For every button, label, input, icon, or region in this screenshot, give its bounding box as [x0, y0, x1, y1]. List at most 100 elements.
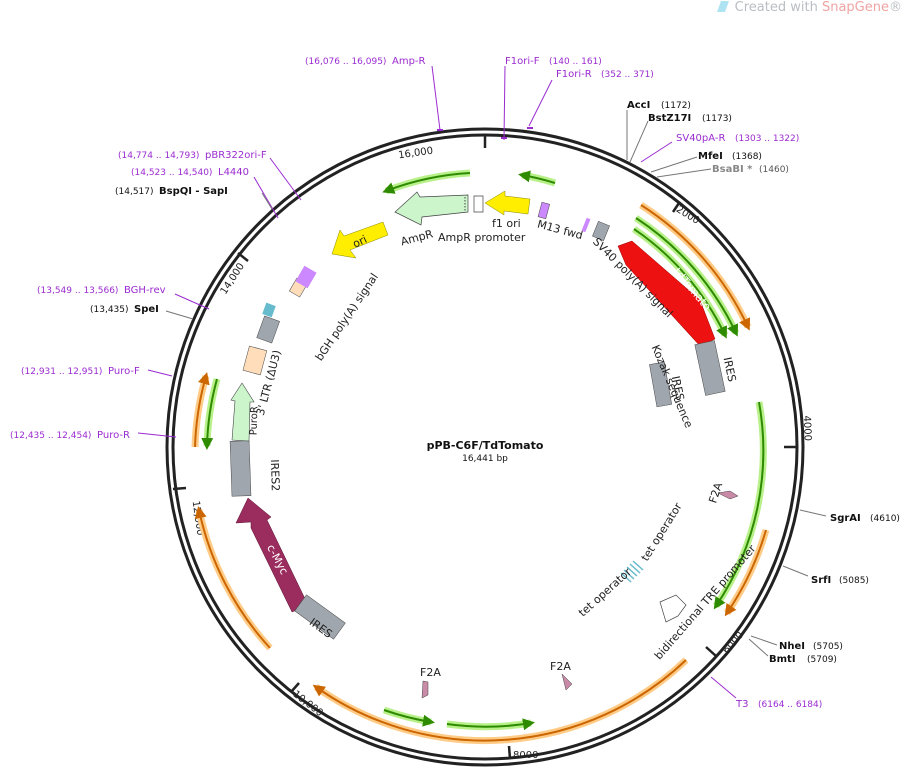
tick-marks [172, 135, 797, 760]
svg-text:F1ori-R: F1ori-R [556, 69, 592, 80]
svg-text:(12,435 .. 12,454): (12,435 .. 12,454) [10, 431, 91, 441]
feature-m13-fwd[interactable]: M13 fwd [536, 201, 584, 243]
feature-puror[interactable]: PuroR [230, 382, 260, 442]
svg-text:IRES: IRES [721, 356, 739, 383]
svg-text:2000: 2000 [674, 204, 701, 227]
svg-text:pBR322ori-F: pBR322ori-F [205, 150, 267, 161]
site-bmti[interactable]: BmtI (5709) [748, 638, 837, 665]
svg-text:(12,931 .. 12,951): (12,931 .. 12,951) [21, 367, 102, 377]
svg-text:tet operator: tet operator [639, 500, 685, 563]
svg-text:F1ori-F: F1ori-F [505, 56, 540, 67]
svg-text:(1368): (1368) [732, 152, 762, 162]
svg-text:(1303 .. 1322): (1303 .. 1322) [735, 134, 799, 144]
svg-text:BstZ17I: BstZ17I [648, 113, 691, 124]
svg-text:(14,523 .. 14,540): (14,523 .. 14,540) [131, 168, 212, 178]
svg-text:f1 ori: f1 ori [492, 217, 521, 230]
svg-text:F2A: F2A [420, 666, 441, 679]
svg-text:(5085): (5085) [839, 576, 869, 586]
orf-arcs-orange [191, 202, 770, 745]
feature-f2a-2[interactable]: F2A [550, 660, 573, 691]
svg-text:M13 fwd: M13 fwd [536, 218, 584, 243]
feature-ires-1[interactable]: IRES [694, 340, 739, 396]
feature-ampr-promoter[interactable]: AmpR promoter [438, 195, 526, 244]
feature-f1-ori[interactable]: f1 ori [484, 190, 531, 230]
plasmid-size: 16,441 bp [462, 454, 508, 464]
svg-text:Puro-R: Puro-R [97, 430, 130, 441]
svg-text:(1172): (1172) [661, 101, 691, 111]
svg-text:L4440: L4440 [218, 167, 249, 178]
primer-t3[interactable]: T3 (6164 .. 6184) [710, 676, 822, 710]
svg-text:(5705): (5705) [813, 642, 843, 652]
svg-text:(352 .. 371): (352 .. 371) [601, 70, 654, 80]
primer-l4440[interactable]: (14,523 .. 14,540) L4440 [131, 167, 279, 219]
svg-text:(1460): (1460) [759, 165, 789, 175]
orf-arcs-green [201, 169, 767, 731]
svg-text:(14,774 .. 14,793): (14,774 .. 14,793) [118, 151, 199, 161]
site-bspqi-sapi[interactable]: (14,517) BspQI - SapI [115, 186, 273, 210]
svg-text:(13,549 .. 13,566): (13,549 .. 13,566) [37, 286, 118, 296]
site-acci[interactable]: AccI (1172) [626, 100, 691, 160]
svg-text:SgrAI: SgrAI [830, 513, 861, 524]
svg-text:(5709): (5709) [807, 655, 837, 665]
svg-text:AmpR: AmpR [399, 227, 434, 248]
svg-text:tet operator: tet operator [576, 565, 634, 619]
svg-text:(13,435): (13,435) [90, 305, 129, 315]
svg-text:AmpR promoter: AmpR promoter [438, 231, 526, 244]
primer-sv40pa-r[interactable]: SV40pA-R (1303 .. 1322) [640, 133, 799, 163]
feature-bgh-polya[interactable]: bGH poly(A) signal [256, 265, 381, 364]
site-spei[interactable]: (13,435) SpeI [90, 304, 194, 320]
svg-text:8000: 8000 [513, 750, 538, 761]
feature-bidirectional-tre[interactable]: bidirectional TRE promoter [652, 542, 759, 662]
svg-text:F2A: F2A [550, 660, 571, 673]
svg-text:SrfI: SrfI [811, 575, 831, 586]
svg-text:SpeI: SpeI [134, 304, 159, 315]
primer-bgh-rev[interactable]: (13,549 .. 13,566) BGH-rev [37, 285, 210, 310]
feature-ori[interactable]: ori [331, 221, 389, 259]
svg-text:ori: ori [351, 233, 369, 251]
feature-ires-2[interactable]: IRES [649, 361, 687, 408]
feature-f2a-1[interactable]: F2A [706, 481, 739, 505]
svg-text:BspQI - SapI: BspQI - SapI [159, 186, 228, 197]
primer-puro-f[interactable]: (12,931 .. 12,951) Puro-F [21, 366, 173, 377]
svg-text:IRES: IRES [669, 375, 687, 402]
feature-ires2[interactable]: IRES2 [229, 440, 282, 497]
primer-pbr322ori-f[interactable]: (14,774 .. 14,793) pBR322ori-F [118, 150, 302, 201]
backbone-outer [165, 127, 805, 767]
primer-puro-r[interactable]: (12,435 .. 12,454) Puro-R [10, 430, 177, 441]
primer-f1ori-f[interactable]: F1ori-F (140 .. 161) [501, 56, 602, 141]
site-nhei[interactable]: NheI (5705) [750, 635, 843, 652]
svg-text:(14,517): (14,517) [115, 187, 154, 197]
svg-text:PuroR: PuroR [248, 406, 260, 436]
svg-text:F2A: F2A [706, 481, 725, 505]
svg-text:Puro-F: Puro-F [108, 366, 140, 377]
site-mfei[interactable]: MfeI (1368) [650, 151, 762, 173]
svg-text:IRES2: IRES2 [268, 459, 282, 491]
svg-text:16,000: 16,000 [398, 146, 434, 162]
svg-text:(140 .. 161): (140 .. 161) [549, 57, 602, 67]
svg-text:BmtI: BmtI [769, 654, 796, 665]
svg-text:(16,076 .. 16,095): (16,076 .. 16,095) [305, 57, 386, 67]
svg-text:4000: 4000 [801, 415, 813, 441]
svg-text:(1173): (1173) [702, 114, 732, 124]
svg-text:NheI: NheI [779, 641, 805, 652]
primer-amp-r[interactable]: (16,076 .. 16,095) Amp-R [305, 56, 443, 131]
site-srfi[interactable]: SrfI (5085) [782, 565, 869, 586]
svg-text:bGH poly(A) signal: bGH poly(A) signal [313, 271, 381, 363]
svg-text:(6164 .. 6184): (6164 .. 6184) [758, 700, 822, 710]
svg-text:MfeI: MfeI [698, 151, 723, 162]
svg-text:Amp-R: Amp-R [392, 56, 426, 67]
feature-f2a-3[interactable]: F2A [420, 666, 441, 699]
site-bstz17i[interactable]: BstZ17I (1173) [629, 113, 732, 163]
feature-ires-3[interactable]: IRES [294, 594, 346, 641]
primer-f1ori-r[interactable]: F1ori-R (352 .. 371) [527, 69, 654, 129]
feature-c-myc[interactable]: c-Myc [235, 497, 309, 613]
svg-text:AccI: AccI [627, 100, 650, 111]
svg-text:T3: T3 [735, 699, 748, 710]
svg-text:BGH-rev: BGH-rev [124, 285, 166, 296]
svg-text:(4610): (4610) [870, 514, 900, 524]
svg-text:SV40pA-R: SV40pA-R [676, 133, 725, 144]
plasmid-name: pPB-C6F/TdTomato [427, 439, 544, 452]
site-sgrai[interactable]: SgrAI (4610) [799, 509, 900, 524]
site-bsabi[interactable]: BsaBI * (1460) [656, 164, 789, 178]
